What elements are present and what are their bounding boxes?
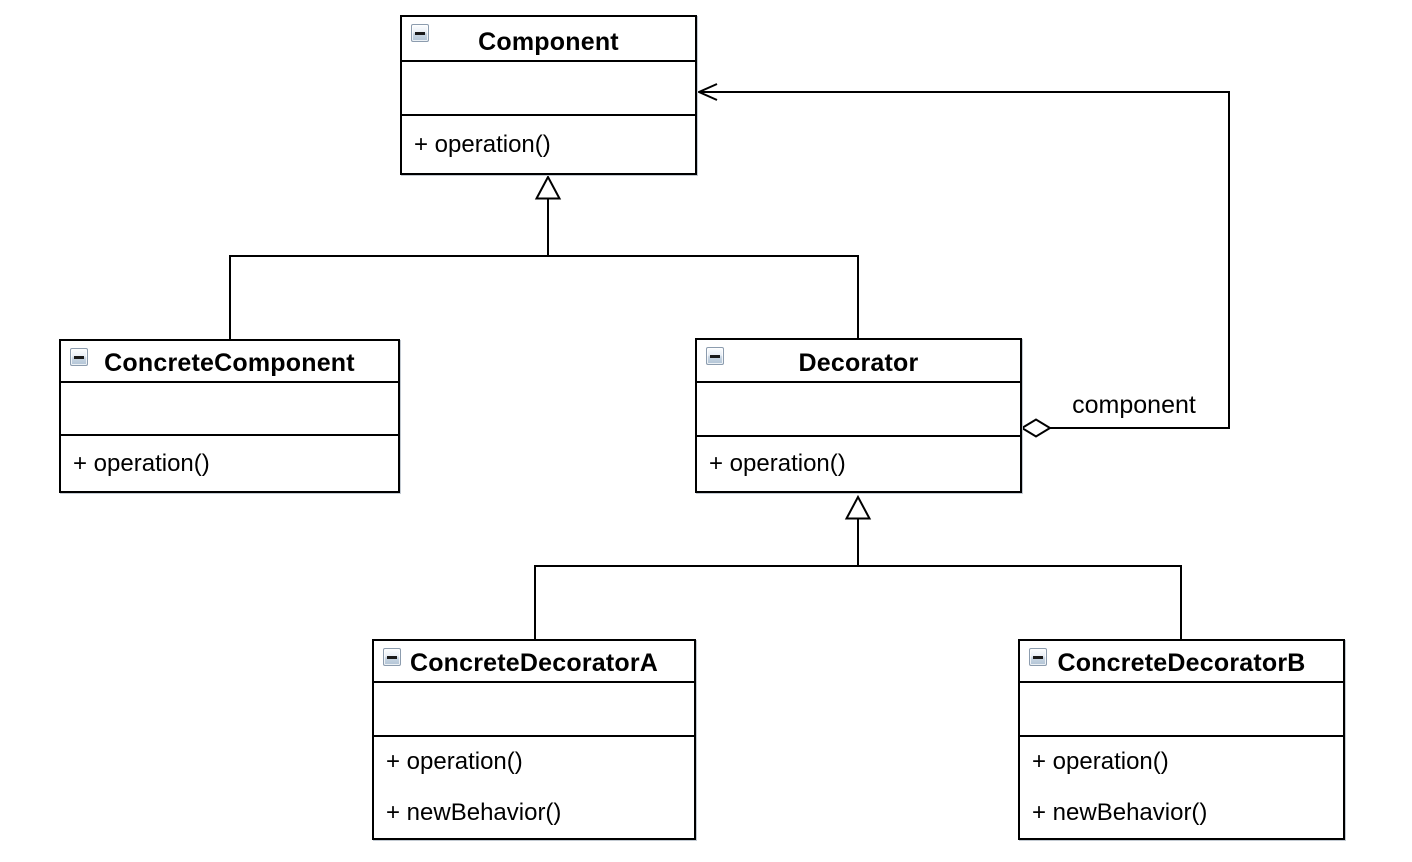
class-component: Component + operation() xyxy=(400,15,697,175)
methods-compartment: + operation() + newBehavior() xyxy=(374,737,694,838)
methods-compartment: + operation() + newBehavior() xyxy=(1020,737,1343,838)
class-header: ConcreteComponent xyxy=(61,341,398,383)
class-header: Decorator xyxy=(697,340,1020,383)
generalization-branch-upper xyxy=(229,255,859,339)
method-entry: + operation() xyxy=(386,748,523,775)
attributes-compartment xyxy=(61,383,398,436)
aggregation-line xyxy=(701,91,1230,429)
collapse-icon[interactable] xyxy=(411,24,429,42)
attributes-compartment xyxy=(697,383,1020,437)
collapse-icon[interactable] xyxy=(1029,648,1047,666)
class-concrete-component: ConcreteComponent + operation() xyxy=(59,339,400,493)
class-header: Component xyxy=(402,17,695,62)
class-title: ConcreteComponent xyxy=(104,349,355,377)
minus-icon xyxy=(415,31,425,35)
attributes-compartment xyxy=(1020,683,1343,737)
class-title: Decorator xyxy=(798,349,919,377)
class-header: ConcreteDecoratorA xyxy=(374,641,694,683)
minus-icon xyxy=(710,354,720,358)
minus-icon xyxy=(387,655,397,659)
collapse-icon[interactable] xyxy=(706,347,724,365)
method-entry: + newBehavior() xyxy=(386,799,562,826)
class-title: ConcreteDecoratorB xyxy=(1057,649,1306,677)
aggregation-role-label: component xyxy=(1072,391,1196,419)
collapse-icon[interactable] xyxy=(383,648,401,666)
minus-icon xyxy=(1033,655,1043,659)
minus-icon xyxy=(74,355,84,359)
class-title: ConcreteDecoratorA xyxy=(409,649,659,677)
methods-compartment: + operation() xyxy=(402,116,695,173)
class-title: Component xyxy=(478,28,619,56)
class-header: ConcreteDecoratorB xyxy=(1020,641,1343,683)
method-entry: + operation() xyxy=(73,449,210,477)
method-entry: + operation() xyxy=(1032,748,1169,775)
attributes-compartment xyxy=(402,62,695,116)
aggregation-diamond-icon xyxy=(1020,418,1052,438)
class-concrete-decorator-a: ConcreteDecoratorA + operation() + newBe… xyxy=(372,639,696,840)
open-arrowhead-icon xyxy=(696,83,718,101)
attributes-compartment xyxy=(374,683,694,737)
class-concrete-decorator-b: ConcreteDecoratorB + operation() + newBe… xyxy=(1018,639,1345,840)
generalization-branch-lower xyxy=(534,565,1182,639)
method-entry: + operation() xyxy=(414,130,551,158)
class-decorator: Decorator + operation() xyxy=(695,338,1022,493)
methods-compartment: + operation() xyxy=(697,437,1020,491)
methods-compartment: + operation() xyxy=(61,436,398,491)
method-entry: + operation() xyxy=(709,450,846,477)
method-entry: + newBehavior() xyxy=(1032,799,1208,826)
collapse-icon[interactable] xyxy=(70,348,88,366)
generalization-triangle-icon-upper xyxy=(534,174,562,200)
generalization-triangle-icon-lower xyxy=(844,494,872,520)
